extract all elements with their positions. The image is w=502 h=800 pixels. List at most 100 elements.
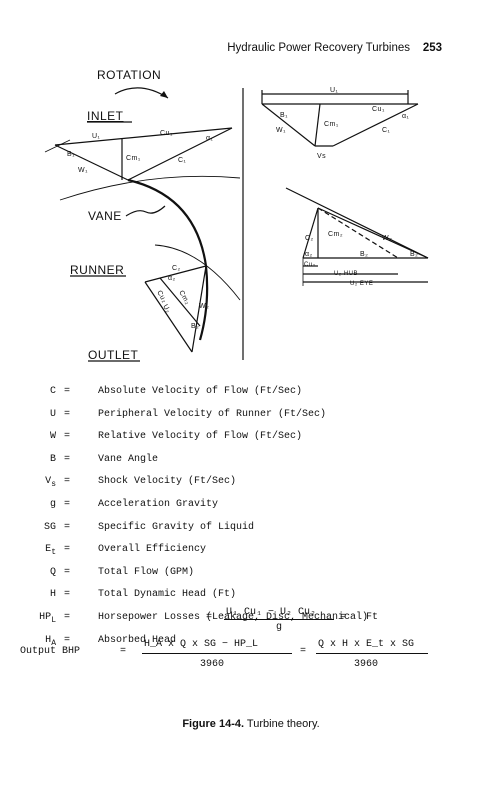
right-cm1-label: Cm₁	[324, 121, 339, 128]
output-bhp-fraction-line-1	[142, 653, 292, 654]
outlet-label: OUTLET	[88, 348, 139, 362]
runner-arc	[154, 244, 241, 301]
runner-label: RUNNER	[70, 263, 124, 277]
inlet-cm1-label: Cm₁	[126, 155, 141, 162]
outlet-cm2-label: Cm₂	[177, 290, 191, 307]
definition-symbol-main: H	[45, 634, 52, 646]
definition-symbol: H	[20, 589, 56, 602]
definition-equals: =	[64, 521, 71, 533]
inlet-beta1-label: B₁	[67, 151, 75, 158]
definition-text: Absolute Velocity of Flow (Ft/Sec)	[98, 386, 303, 397]
caption-title: Turbine theory.	[246, 718, 320, 730]
definition-symbol: U	[20, 409, 56, 422]
definition-symbol-main: W	[49, 431, 56, 443]
definition-equals: =	[64, 612, 71, 623]
definition-symbol-subscript: s	[51, 480, 56, 490]
page-number: 253	[422, 42, 442, 54]
turbine-velocity-diagram: ROTATION INLET VANE RUNNER OUTLET U₁ Cu₁…	[44, 68, 429, 362]
definition-symbol-subscript: L	[51, 616, 56, 625]
definition-text: Peripheral Velocity of Runner (Ft/Sec)	[98, 408, 327, 420]
outlet-c2-label: C₂	[172, 265, 181, 272]
inlet-u1-line	[54, 127, 233, 146]
inlet-label: INLET	[87, 109, 124, 123]
right-c1-label: C₁	[382, 127, 391, 134]
definition-text: Vane Angle	[98, 453, 159, 465]
caption-number: Figure 14-4.	[182, 718, 245, 730]
outlet-beta2-label: B₂	[191, 323, 199, 330]
figure-caption: Figure 14-4. Turbine theory.	[0, 718, 502, 730]
definition-equals: =	[64, 476, 71, 488]
right-vs-label: Vs	[317, 153, 326, 160]
right-cu2-label: Cu₂	[304, 262, 316, 268]
definition-symbol-main: HP	[39, 612, 52, 623]
outlet-c2-line	[144, 265, 207, 283]
definition-equals: =	[64, 634, 71, 646]
right-w2-label: W₂	[382, 235, 392, 242]
definition-text: Absorbed Head	[98, 634, 177, 646]
inlet-w1-line	[54, 144, 129, 181]
right-beta2a-label: B₂	[360, 251, 368, 258]
inlet-arc	[59, 175, 241, 201]
definition-equals: =	[64, 566, 71, 578]
definition-symbol-main: Q	[49, 566, 56, 578]
inlet-w1-label: W₁	[78, 167, 88, 174]
definition-equals: =	[64, 431, 71, 443]
right-bottom-top-line	[285, 187, 429, 259]
definition-symbol: Et	[20, 544, 56, 557]
right-u2hub-label: U₂ HUB	[334, 271, 358, 277]
rotation-arrow	[114, 87, 169, 99]
definition-equals: =	[64, 408, 71, 420]
right-alpha2-label: α₂	[305, 251, 313, 258]
definition-symbol-main: E	[45, 544, 52, 556]
inlet-c1-line	[127, 127, 233, 181]
page-header: Hydraulic Power Recovery Turbines 253	[0, 42, 502, 60]
absorbed-head-eq1: =	[206, 612, 213, 623]
right-w2-line	[317, 207, 429, 259]
inlet-arrow-line	[44, 139, 71, 153]
inlet-cu1-label: Cu₁	[160, 130, 173, 137]
output-bhp-num1: H_A x Q x SG − HP_L	[144, 639, 259, 650]
definition-text: Horsepower Losses (Leakage, Disc, Mechan…	[98, 612, 369, 623]
running-title: Hydraulic Power Recovery Turbines	[227, 42, 410, 54]
definition-equals: =	[64, 589, 71, 601]
inlet-u1-label: U₁	[92, 133, 101, 140]
definition-symbol: Q	[20, 567, 56, 580]
right-cm2-label: Cm₂	[328, 231, 343, 238]
definition-text: Acceleration Gravity	[98, 499, 219, 510]
absorbed-head-unit: Ft	[366, 612, 379, 623]
outlet-cm2-line	[159, 277, 201, 327]
absorbed-head-eq2: =	[340, 612, 347, 623]
outlet-w2-label: W₂	[199, 303, 209, 310]
definition-text: Total Dynamic Head (Ft)	[98, 589, 237, 601]
outlet-alpha2-label: α₂	[168, 275, 176, 282]
definition-text: Shock Velocity (Ft/Sec)	[98, 476, 237, 488]
right-beta1-label: B₁	[280, 112, 288, 119]
vane-pointer	[125, 205, 166, 217]
definition-symbol-main: U	[49, 408, 56, 420]
absorbed-head-fraction-line	[224, 619, 334, 620]
right-cu1-label: Cu₁	[372, 106, 385, 113]
definition-symbol-subscript: t	[51, 548, 56, 558]
outlet-u2-label: U₂	[161, 304, 171, 315]
definition-equals: =	[64, 499, 71, 510]
right-u1-label: U₁	[330, 87, 339, 94]
absorbed-head-denominator: g	[276, 622, 283, 633]
definition-text: Overall Efficiency	[98, 544, 207, 556]
vane-label: VANE	[88, 209, 122, 223]
right-w1-line	[261, 103, 316, 147]
output-bhp-den1: 3960	[200, 659, 225, 670]
output-bhp-fraction-line-2	[316, 653, 428, 654]
output-bhp-den2: 3960	[354, 659, 379, 670]
right-cm1-line	[314, 103, 321, 147]
definition-equals: =	[64, 386, 71, 397]
output-bhp-num2: Q x H x E_t x SG	[318, 639, 415, 650]
definition-symbol-main: H	[49, 589, 56, 601]
definition-text: Relative Velocity of Flow (Ft/Sec)	[98, 431, 303, 443]
vane-curve	[127, 178, 209, 341]
definition-symbol: HA	[20, 635, 56, 648]
definition-symbol-main: V	[45, 476, 52, 488]
definition-symbol-main: SG	[43, 521, 56, 533]
definition-symbol: Vs	[20, 476, 56, 489]
outlet-w2-line	[191, 265, 207, 353]
definition-text: Total Flow (GPM)	[98, 566, 195, 578]
